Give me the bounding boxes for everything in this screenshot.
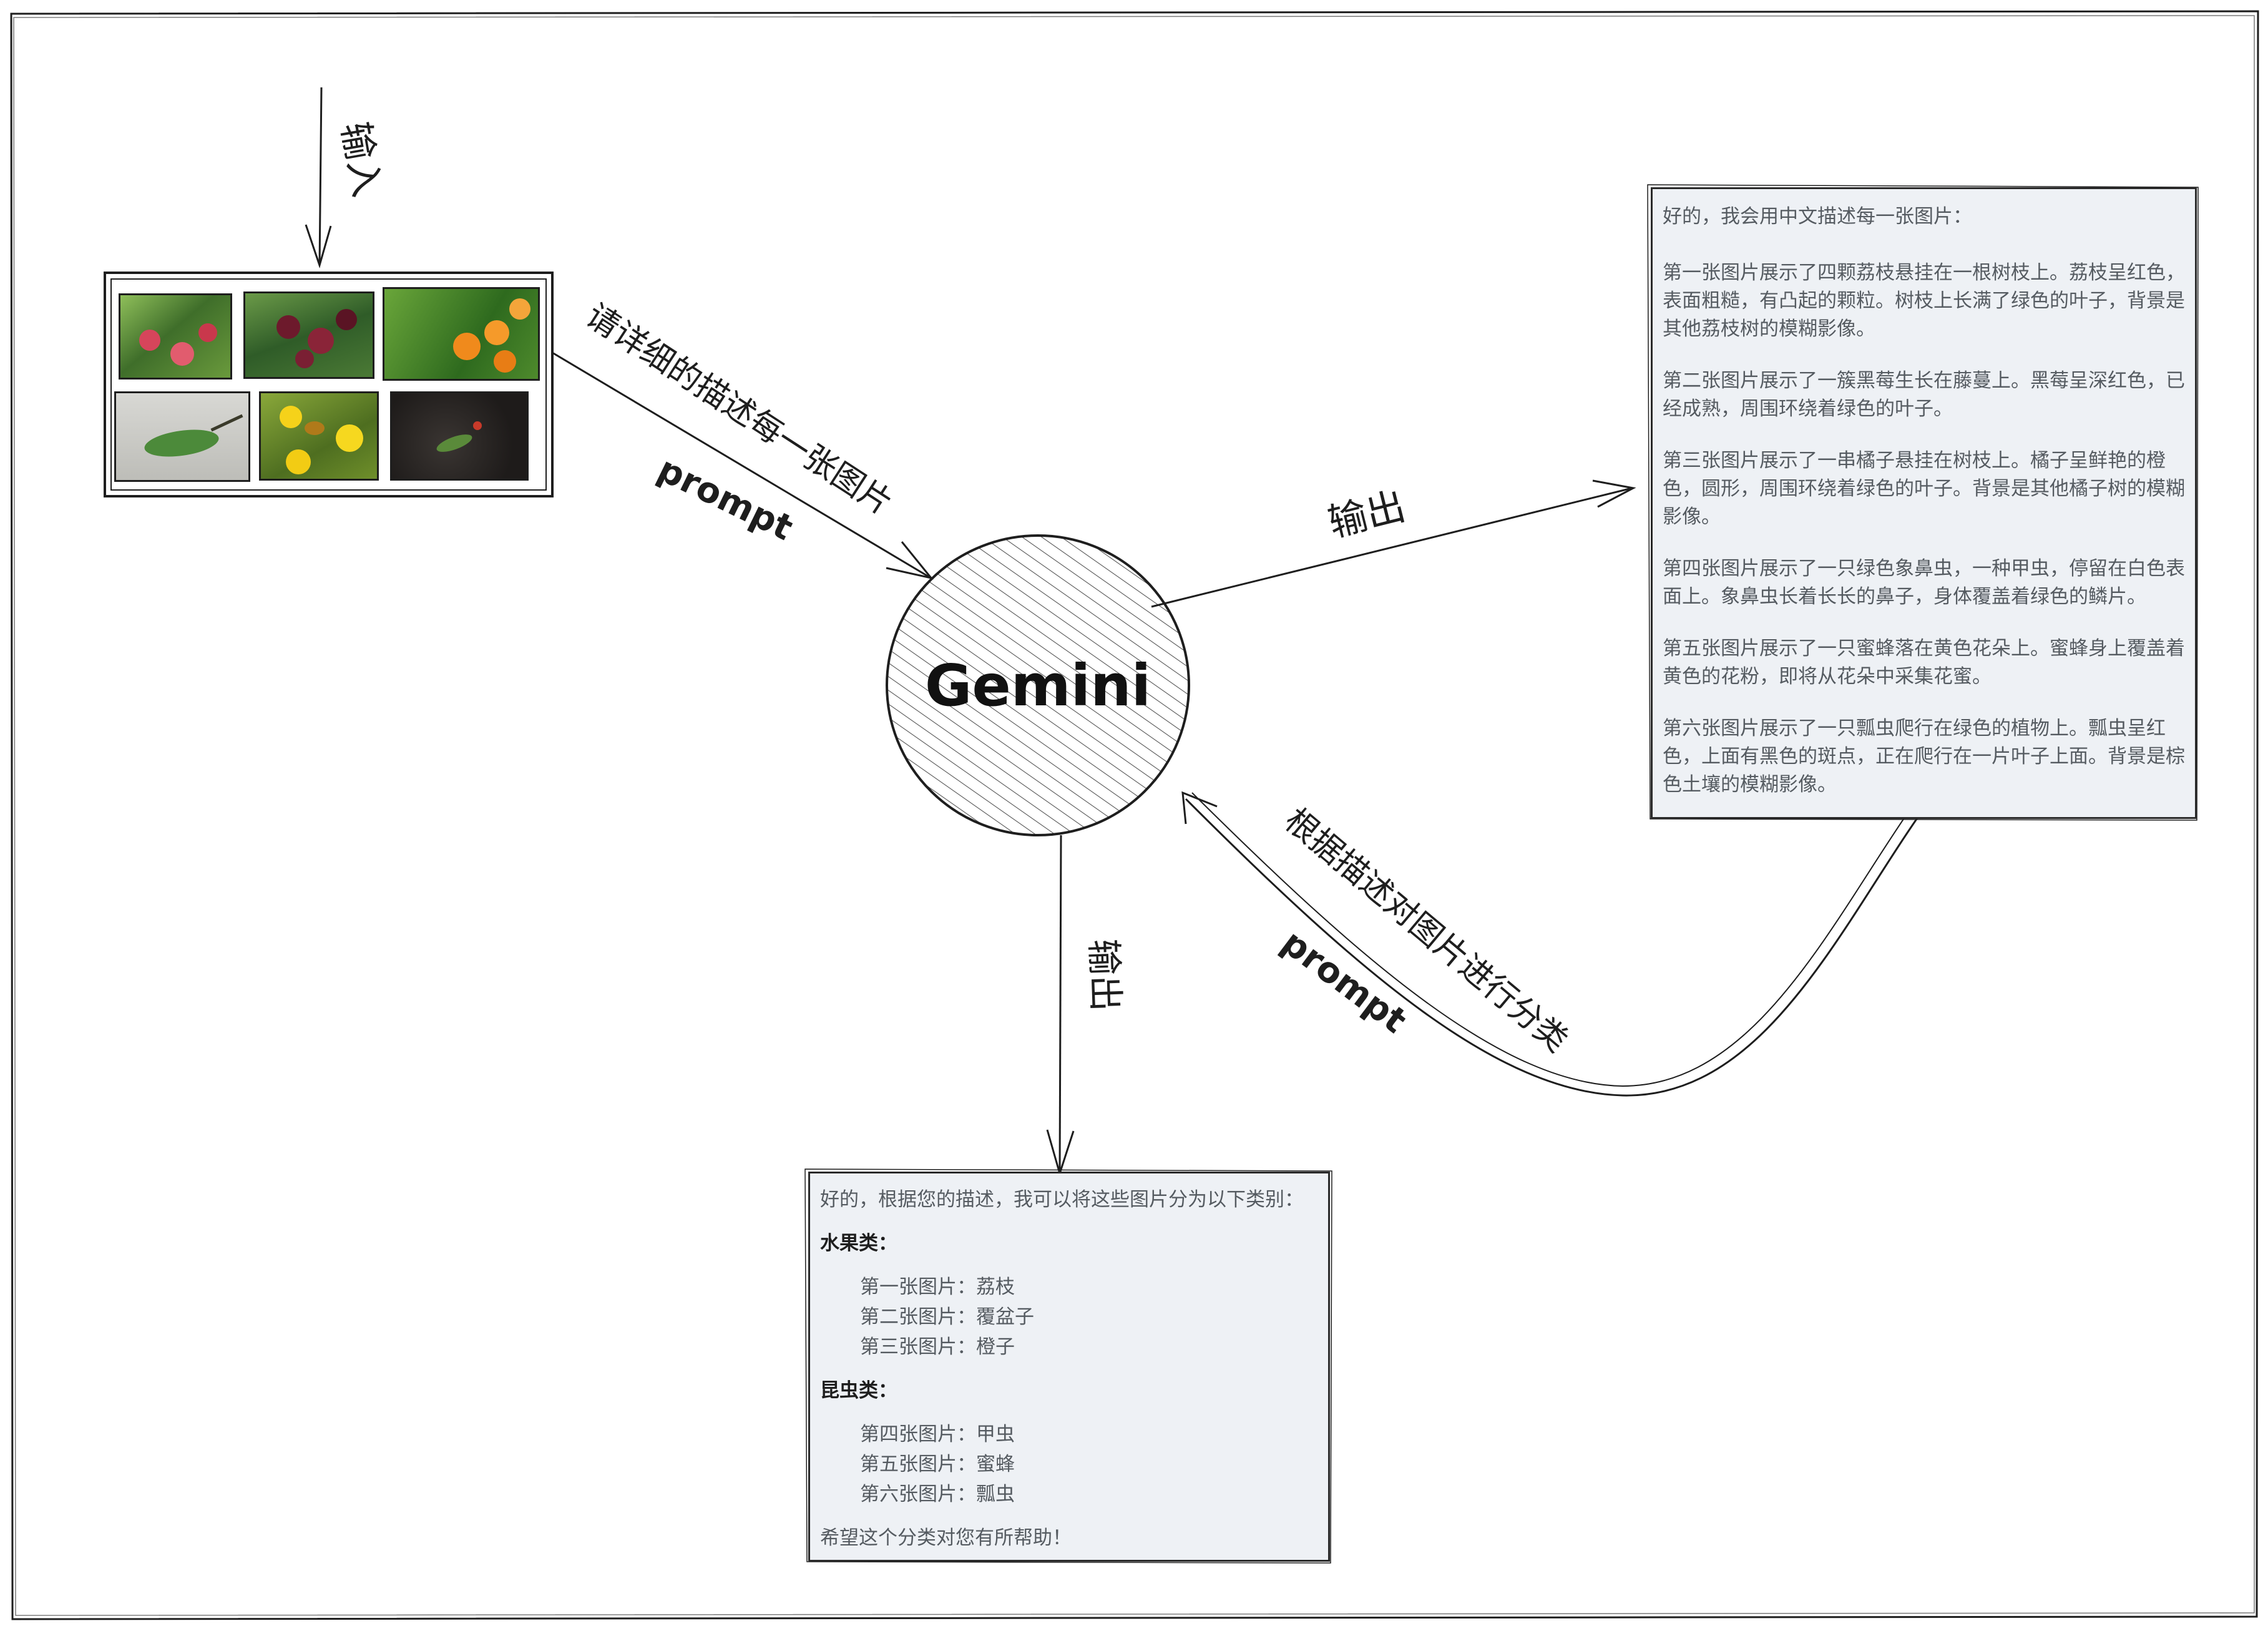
description-panel: 好的，我会用中文描述每一张图片： 第一张图片展示了四颗荔枝悬挂在一根树枝上。荔枝…: [1651, 187, 2197, 819]
prompt-arrow-one-head: [886, 541, 934, 580]
bee-photo: [259, 391, 379, 481]
description-bee: 第五张图片展示了一只蜜蜂落在黄色花朵上。蜜蜂身上覆盖着黄色的花粉，即将从花朵中采…: [1663, 637, 2185, 688]
description-orange: 第三张图片展示了一串橘子悬挂在树枝上。橘子呈鲜艳的橙色，圆形，周围环绕着绿色的叶…: [1663, 449, 2185, 528]
category-fruit-heading: 水果类：: [820, 1232, 897, 1255]
classification-intro: 好的，根据您的描述，我可以将这些图片分为以下类别：: [820, 1188, 1304, 1211]
image-grid-frame-inner: [110, 278, 547, 491]
input-arrow: [318, 87, 323, 266]
list-item: 第二张图片：覆盆子: [860, 1306, 1034, 1328]
list-item: 第一张图片：荔枝: [860, 1276, 1015, 1298]
orange-photo: [383, 287, 540, 381]
prompt-tag-one: prompt: [652, 449, 799, 549]
output-arrow-right: [1151, 487, 1633, 608]
feedback-curve-echo: [1191, 792, 1918, 1087]
ladybug-photo: [390, 391, 529, 481]
output-down-label: 输出: [1082, 938, 1127, 1012]
lychee-photo: [119, 293, 232, 380]
outer-frame-echo: [13, 15, 2255, 1616]
list-item: 第五张图片：蜜蜂: [860, 1453, 1015, 1476]
image-grid-frame: [104, 272, 554, 497]
list-item: 第四张图片：甲虫: [860, 1423, 1015, 1446]
output-arrow-down: [1058, 835, 1062, 1174]
gemini-node-fill: [888, 536, 1188, 835]
description-panel-echo: [1647, 184, 2199, 821]
classification-panel: 好的，根据您的描述，我可以将这些图片分为以下类别： 水果类： 第一张图片：荔枝 …: [808, 1172, 1330, 1562]
feedback-curve: [1185, 798, 1930, 1097]
list-item: 第六张图片：瓢虫: [860, 1483, 1015, 1506]
blackberry-photo: [243, 291, 374, 379]
feedback-arrow-head: [1181, 791, 1218, 825]
gemini-label: Gemini: [925, 652, 1151, 719]
input-label: 输入: [333, 119, 389, 200]
description-blackberry: 第二张图片展示了一簇黑莓生长在藤蔓上。黑莓呈深红色，已经成熟，周围环绕着绿色的叶…: [1663, 370, 2185, 420]
prompt-tag-two: prompt: [1274, 922, 1414, 1041]
classification-panel-echo: [804, 1168, 1332, 1564]
output-right-label: 输出: [1324, 483, 1410, 546]
category-insect-heading: 昆虫类：: [820, 1379, 897, 1402]
outer-frame: [10, 10, 2259, 1620]
prompt-arrow-one: [552, 351, 931, 579]
description-ladybug: 第六张图片展示了一只瓢虫爬行在绿色的植物上。瓢虫呈红色，上面有黑色的斑点，正在爬…: [1663, 717, 2185, 796]
input-arrow-head: [305, 224, 332, 269]
fruit-list: 第一张图片：荔枝 第二张图片：覆盆子 第三张图片：橙子: [820, 1272, 1318, 1362]
insect-list: 第四张图片：甲虫 第五张图片：蜜蜂 第六张图片：瓢虫: [820, 1419, 1318, 1509]
weevil-photo: [114, 391, 250, 482]
classification-outro: 希望这个分类对您有所帮助！: [820, 1527, 1072, 1549]
list-item: 第三张图片：橙子: [860, 1336, 1015, 1358]
prompt-two-label: 根据描述对图片进行分类: [1278, 801, 1575, 1060]
description-weevil: 第四张图片展示了一只绿色象鼻虫，一种甲虫，停留在白色表面上。象鼻虫长着长长的鼻子…: [1663, 557, 2185, 608]
description-intro: 好的，我会用中文描述每一张图片：: [1663, 205, 1972, 228]
description-lychee: 第一张图片展示了四颗荔枝悬挂在一根树枝上。荔枝呈红色，表面粗糙，有凸起的颗粒。树…: [1663, 262, 2185, 340]
output-arrow-right-head: [1592, 479, 1636, 508]
gemini-node: [886, 534, 1190, 836]
